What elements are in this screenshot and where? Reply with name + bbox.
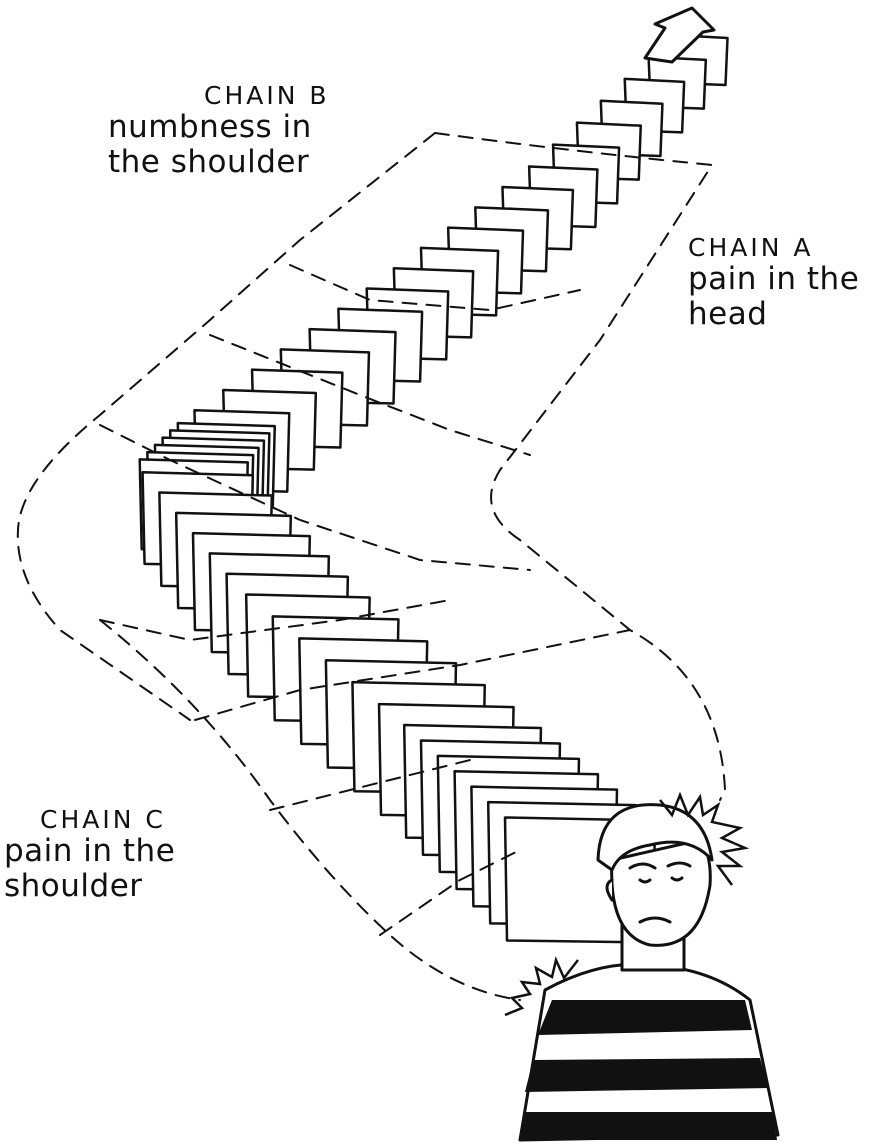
segment-divider-3	[99, 424, 531, 571]
chain-a-title: CHAIN A	[688, 233, 814, 262]
chain-b-outline	[16, 132, 436, 721]
segment-divider-2	[209, 334, 531, 456]
chain-c-label: CHAIN C pain in the shoulder	[4, 805, 264, 904]
chain-a-label: CHAIN A pain in the head	[688, 233, 878, 332]
chain-b-title: CHAIN B	[204, 81, 330, 110]
mouth	[638, 916, 672, 924]
shoulder-pain-spark-icon	[504, 956, 579, 1017]
arrow-up-icon	[643, 6, 716, 64]
sweater-stripes	[520, 1000, 777, 1140]
chain-b-label: CHAIN B numbness in the shoulder	[108, 81, 368, 180]
chain-boundaries	[16, 132, 727, 1001]
segment-divider-6	[269, 759, 471, 811]
face	[610, 838, 712, 947]
segment-divider-4	[99, 599, 451, 642]
segment-divider-5	[194, 629, 631, 721]
segment-divider-7	[379, 849, 521, 936]
segment-divider-1	[289, 264, 581, 312]
chain-c-outline	[99, 619, 521, 1001]
person-figure	[518, 803, 780, 1142]
eyes	[638, 876, 684, 884]
eyebrows	[628, 861, 692, 870]
chain-a-description: pain in the head	[688, 261, 860, 332]
chain-c-title: CHAIN C	[40, 805, 166, 834]
hair	[596, 803, 714, 872]
ear	[605, 878, 614, 902]
head-pain-spark-icon	[659, 791, 750, 886]
chain-a-outline	[434, 132, 727, 801]
chain-b-description: numbness in the shoulder	[108, 109, 312, 180]
chain-c-description: pain in the shoulder	[4, 833, 176, 904]
